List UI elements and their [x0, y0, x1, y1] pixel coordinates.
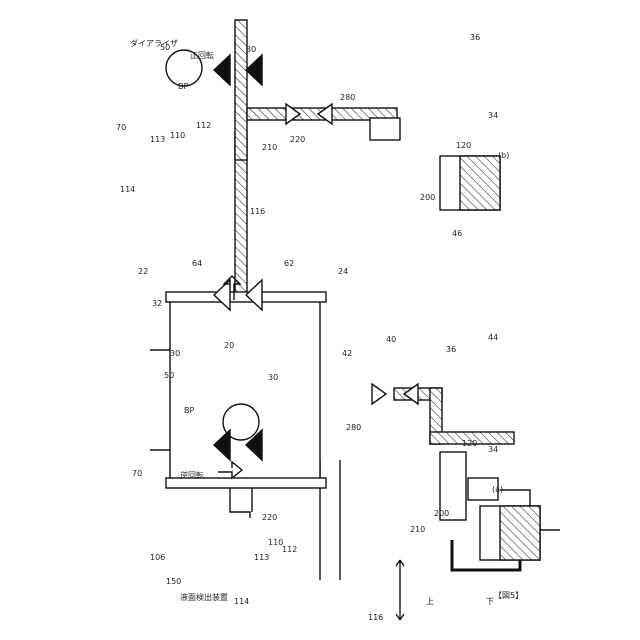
ref-280: 280: [346, 423, 361, 432]
ref-114: 114: [234, 597, 249, 606]
ref-44: 44: [488, 333, 498, 342]
ref-50b: 50: [160, 43, 170, 52]
rotation-b: 正回転: [190, 51, 214, 60]
ref-34b: 34: [488, 111, 498, 120]
pump-b-bp: BP: [178, 82, 188, 91]
panel-a-label: (a): [492, 485, 503, 494]
ref-200: 200: [434, 509, 449, 518]
ref-24: 24: [338, 267, 348, 276]
legend-down: 下: [486, 597, 494, 606]
ref-30b: 30: [268, 373, 278, 382]
ref-70: 70: [132, 469, 142, 478]
up-down-arrow: [396, 560, 404, 620]
ref-113: 113: [254, 553, 269, 562]
ref-220: 220: [262, 513, 277, 522]
ref-280b: 280: [340, 93, 355, 102]
panel-b: [166, 20, 500, 210]
ref-120b: 120: [456, 141, 471, 150]
ref-46: 46: [452, 229, 462, 238]
panel-b-label: (b): [498, 151, 509, 160]
ref-36: 36: [446, 345, 456, 354]
ref-210: 210: [410, 525, 425, 534]
figure-label: 【図5】: [494, 591, 523, 600]
ref-110b: 110: [170, 131, 185, 140]
reservoir-110b: [440, 156, 500, 210]
chamber-220b: [370, 118, 400, 140]
reservoir-110: [480, 506, 540, 560]
ref-110: 110: [268, 538, 283, 547]
ref-114b: 114: [120, 185, 135, 194]
ref-40: 40: [386, 335, 396, 344]
ref-62: 62: [284, 259, 294, 268]
ref-116: 116: [368, 613, 383, 622]
ref-116b: 116: [250, 207, 265, 216]
ref-50: 50: [164, 371, 174, 380]
ref-64: 64: [192, 259, 202, 268]
ref-20: 20: [224, 341, 234, 350]
ref-112: 112: [282, 545, 297, 554]
ref-32: 32: [152, 299, 162, 308]
ref-200b: 200: [420, 193, 435, 202]
ref-220b: 220: [290, 135, 305, 144]
ref-30-b: 30: [246, 45, 256, 54]
ref-42: 42: [342, 349, 352, 358]
dialyzer-label: ダイアライザ: [130, 38, 178, 48]
ref-106: 106: [150, 553, 165, 562]
ref-70b: 70: [116, 123, 126, 132]
ref-113b: 113: [150, 135, 165, 144]
pump-a-bp: BP: [184, 406, 194, 415]
ref-30a: 30: [170, 349, 180, 358]
ref-210b: 210: [262, 143, 277, 152]
rotation-a: 逆回転: [180, 470, 204, 480]
dialyzer-20: [150, 292, 326, 488]
legend-up: 上: [426, 597, 434, 606]
ref-36b: 36: [470, 33, 480, 42]
ref-112b: 112: [196, 121, 211, 130]
ref-150: 150: [166, 577, 181, 586]
blood-line-30b-hatched: [235, 20, 247, 160]
ref-120: 120: [462, 439, 477, 448]
detector-label: 液面検出装置: [180, 592, 228, 602]
ref-22: 22: [138, 267, 148, 276]
ref-34: 34: [488, 445, 498, 454]
